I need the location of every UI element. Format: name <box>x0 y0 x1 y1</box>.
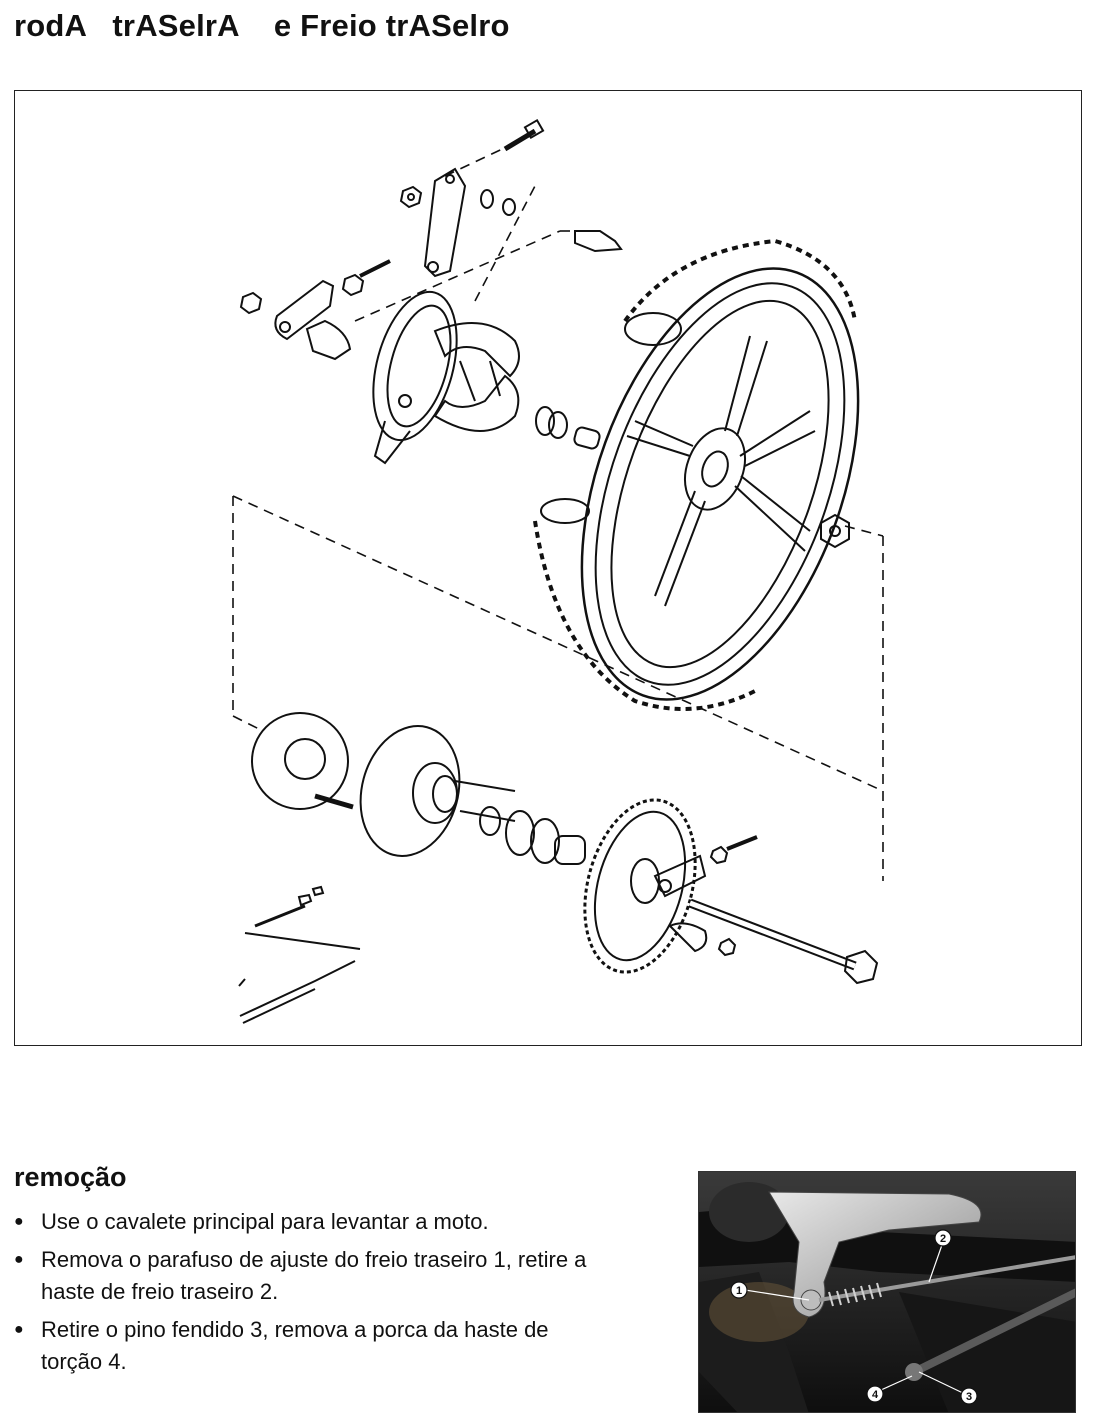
callout-3: 3 <box>960 1387 978 1405</box>
svg-text:2: 2 <box>940 1233 946 1245</box>
svg-text:4: 4 <box>872 1389 879 1401</box>
step-text: Retire o pino fendido 3, remova a porca … <box>41 1317 549 1374</box>
list-item: ● Remova o parafuso de ajuste do freio t… <box>14 1244 614 1308</box>
wheel-damper <box>251 712 354 810</box>
rear-wheel <box>533 238 860 711</box>
exploded-diagram-drawing <box>232 118 884 1024</box>
rear-axle <box>668 898 879 985</box>
small-nuts <box>239 185 850 549</box>
callout-2: 2 <box>934 1229 952 1247</box>
torque-link <box>274 279 352 361</box>
brake-arm-bolt <box>503 118 545 152</box>
tire-valve <box>574 230 623 253</box>
assembly-guide-lines <box>232 135 884 881</box>
list-item: ● Retire o pino fendido 3, remova a porc… <box>14 1314 614 1378</box>
hub-bearings <box>479 806 586 865</box>
bullet-icon: ● <box>14 1251 24 1268</box>
section-title: remoção <box>14 1162 127 1192</box>
exploded-diagram <box>14 90 1082 1046</box>
callout-4: 4 <box>866 1385 884 1403</box>
svg-text:1: 1 <box>736 1285 742 1297</box>
bullet-icon: ● <box>14 1321 24 1338</box>
brake-panel-bolt <box>359 259 391 278</box>
step-text: Remova o parafuso de ajuste do freio tra… <box>41 1247 587 1304</box>
svg-text:3: 3 <box>966 1391 972 1403</box>
page-title: rodA trASelrA e Freio trASelro <box>14 8 510 43</box>
brake-rod <box>238 885 361 1024</box>
removal-steps: ● Use o cavalete principal para levantar… <box>14 1206 614 1384</box>
step-text: Use o cavalete principal para levantar a… <box>41 1209 489 1234</box>
brake-linkage-photo: 1 2 3 4 <box>698 1171 1076 1413</box>
sprocket-hub <box>359 725 516 857</box>
sprocket-bolts <box>709 835 758 865</box>
callout-1: 1 <box>730 1281 748 1299</box>
list-item: ● Use o cavalete principal para levantar… <box>14 1206 614 1238</box>
brake-panel <box>372 290 458 465</box>
brake-arm <box>423 167 467 278</box>
chain-adjuster <box>653 854 707 898</box>
bullet-icon: ● <box>14 1213 24 1230</box>
rear-sprocket <box>583 798 697 974</box>
brake-shoes <box>433 322 520 432</box>
axle-spacers <box>535 406 601 450</box>
brake-linkage-photo-drawing: 1 2 3 4 <box>699 1172 1075 1412</box>
